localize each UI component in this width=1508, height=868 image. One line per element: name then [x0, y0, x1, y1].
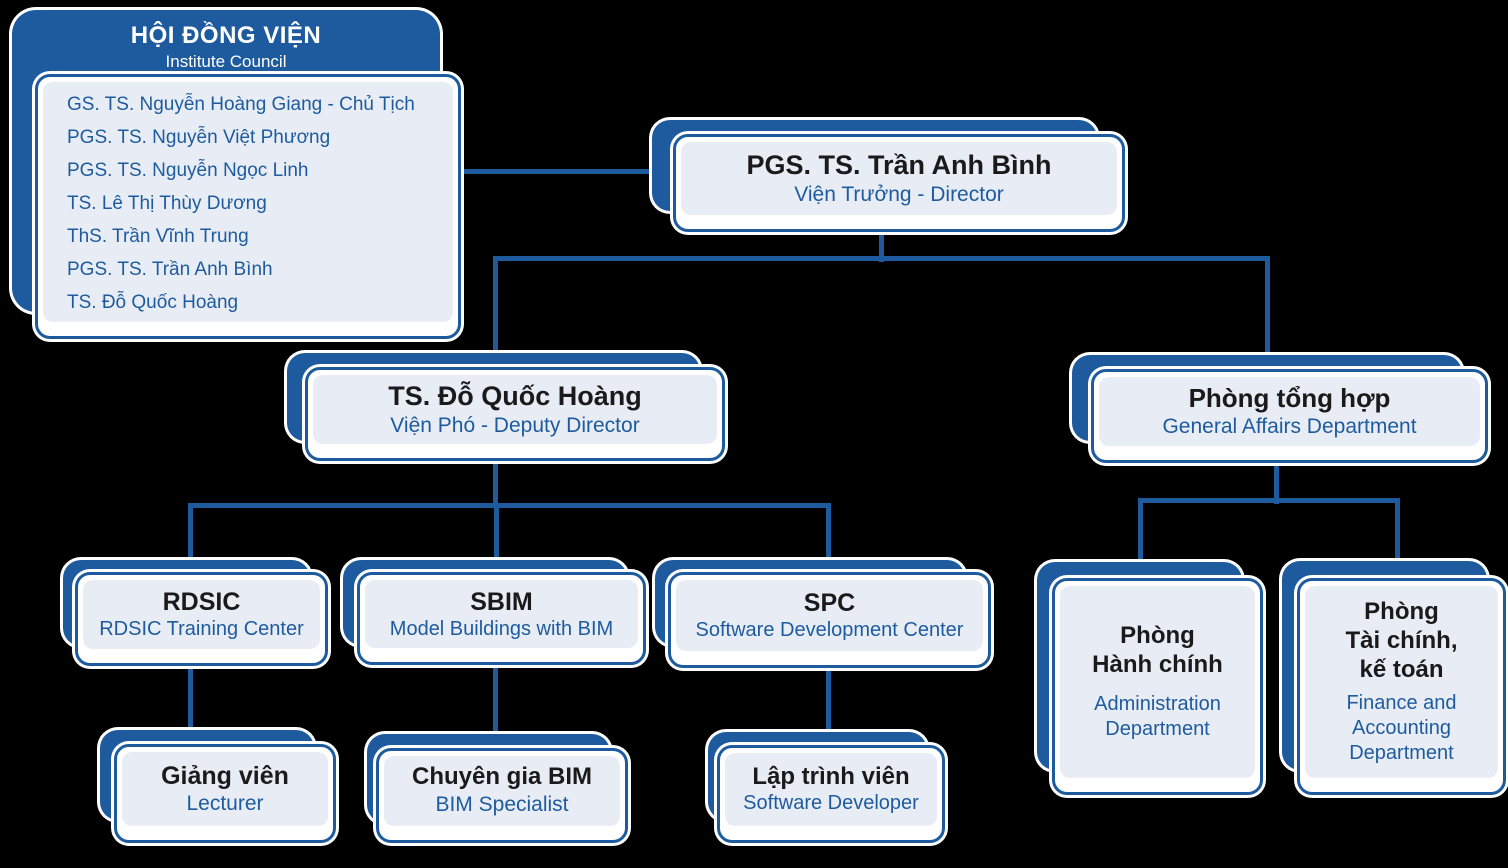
administration-title: Phòng Hành chính: [1092, 622, 1223, 678]
sbim-box: SBIM Model Buildings with BIM: [357, 572, 646, 665]
connector-to-deputy: [493, 256, 498, 358]
lecturer-box: Giảng viên Lecturer: [114, 744, 336, 843]
bim-specialist-subtitle: BIM Specialist: [435, 793, 569, 817]
spc-box: SPC Software Development Center: [668, 572, 991, 668]
general-affairs-box: Phòng tổng hợp General Affairs Departmen…: [1091, 369, 1488, 463]
rdsic-panel: RDSIC RDSIC Training Center: [83, 580, 320, 649]
general-affairs-title: Phòng tổng hợp: [1188, 382, 1391, 413]
general-affairs-subtitle: General Affairs Department: [1162, 414, 1417, 438]
rdsic-title: RDSIC: [162, 588, 241, 616]
finance-box: Phòng Tài chính, kế toán Finance and Acc…: [1297, 578, 1506, 795]
council-header: HỘI ĐỒNG VIỆN Institute Council: [12, 21, 440, 73]
bim-specialist-panel: Chuyên gia BIM BIM Specialist: [384, 756, 620, 826]
finance-title: Phòng Tài chính, kế toán: [1345, 598, 1458, 683]
connector-to-finance: [1395, 498, 1400, 565]
connector-sbim-specialist: [493, 655, 498, 738]
director-subtitle: Viện Trưởng - Director: [794, 182, 1004, 206]
rdsic-subtitle: RDSIC Training Center: [99, 618, 304, 640]
connector-to-spc: [826, 503, 831, 565]
council-member: PGS. TS. Nguyễn Việt Phương: [67, 127, 331, 148]
administration-panel: Phòng Hành chính Administration Departme…: [1060, 586, 1255, 778]
deputy-box: TS. Đỗ Quốc Hoàng Viện Phó - Deputy Dire…: [305, 367, 725, 461]
council-member: TS. Đỗ Quốc Hoàng: [67, 292, 239, 313]
director-box: PGS. TS. Trần Anh Bình Viện Trưởng - Dir…: [673, 134, 1125, 232]
director-title: PGS. TS. Trần Anh Bình: [746, 150, 1052, 181]
connector-general-affairs-stem: [1274, 452, 1279, 504]
software-developer-panel: Lập trình viên Software Developer: [725, 753, 937, 826]
lecturer-panel: Giảng viên Lecturer: [122, 752, 328, 826]
lecturer-title: Giảng viên: [161, 761, 289, 790]
software-developer-box: Lập trình viên Software Developer: [717, 745, 945, 843]
council-subtitle: Institute Council: [165, 52, 287, 71]
sbim-title: SBIM: [470, 587, 533, 616]
software-developer-subtitle: Software Developer: [743, 792, 919, 815]
deputy-subtitle: Viện Phó - Deputy Director: [390, 413, 640, 437]
software-developer-title: Lập trình viên: [752, 762, 910, 790]
council-members-list: GS. TS. Nguyễn Hoàng Giang - Chủ Tịch PG…: [43, 82, 453, 322]
sbim-panel: SBIM Model Buildings with BIM: [365, 580, 638, 648]
connector-bus-level3: [188, 503, 831, 508]
finance-subtitle: Finance and Accounting Department: [1346, 691, 1457, 764]
general-affairs-panel: Phòng tổng hợp General Affairs Departmen…: [1099, 377, 1480, 446]
council-members-box: GS. TS. Nguyễn Hoàng Giang - Chủ Tịch PG…: [35, 74, 461, 339]
bim-specialist-title: Chuyên gia BIM: [411, 763, 592, 791]
connector-bus-right: [1138, 498, 1400, 503]
connector-rdsic-lecturer: [188, 654, 193, 736]
council-member: PGS. TS. Trần Anh Bình: [67, 259, 273, 280]
deputy-panel: TS. Đỗ Quốc Hoàng Viện Phó - Deputy Dire…: [313, 375, 717, 444]
connector-to-sbim: [494, 503, 499, 565]
connector-bus-level2: [493, 256, 1270, 261]
finance-panel: Phòng Tài chính, kế toán Finance and Acc…: [1305, 586, 1498, 778]
lecturer-subtitle: Lecturer: [186, 791, 264, 815]
sbim-subtitle: Model Buildings with BIM: [389, 617, 614, 640]
connector-deputy-stem: [493, 450, 498, 508]
connector-spc-developer: [826, 656, 831, 736]
connector-director-stem: [879, 222, 884, 262]
deputy-title: TS. Đỗ Quốc Hoàng: [388, 381, 642, 412]
council-member: TS. Lê Thị Thùy Dương: [67, 193, 267, 214]
council-member: PGS. TS. Nguyễn Ngọc Linh: [67, 160, 309, 181]
spc-panel: SPC Software Development Center: [676, 580, 983, 651]
rdsic-box: RDSIC RDSIC Training Center: [75, 572, 328, 666]
spc-subtitle: Software Development Center: [695, 619, 964, 641]
council-member: GS. TS. Nguyễn Hoàng Giang - Chủ Tịch: [67, 94, 415, 115]
council-member: ThS. Trần Vĩnh Trung: [67, 226, 249, 247]
connector-to-general-affairs: [1265, 256, 1270, 358]
connector-council-director: [445, 169, 665, 174]
connector-to-administration: [1138, 498, 1143, 566]
administration-box: Phòng Hành chính Administration Departme…: [1052, 578, 1263, 795]
bim-specialist-box: Chuyên gia BIM BIM Specialist: [376, 748, 628, 843]
connector-to-rdsic: [188, 503, 193, 565]
spc-title: SPC: [803, 589, 856, 617]
director-panel: PGS. TS. Trần Anh Bình Viện Trưởng - Dir…: [681, 142, 1117, 215]
council-title: HỘI ĐỒNG VIỆN: [130, 22, 322, 49]
administration-subtitle: Administration Department: [1094, 692, 1221, 740]
